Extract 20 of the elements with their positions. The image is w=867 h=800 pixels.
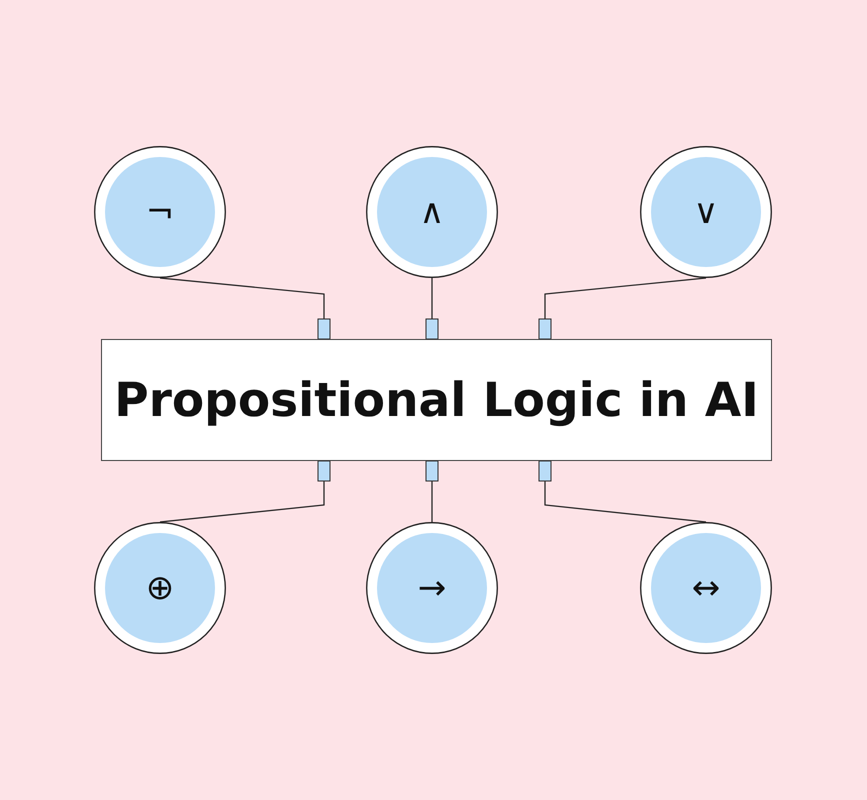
- connector-line: [426, 278, 438, 340]
- connector-line: [538, 277, 706, 340]
- operator-symbol: ↔: [692, 571, 720, 605]
- operator-circle: [366, 522, 498, 654]
- connector-line: [538, 460, 706, 523]
- operator-circle: [366, 146, 498, 278]
- operator-symbol: ¬: [146, 195, 174, 229]
- operator-circle: [640, 146, 772, 278]
- operator-circle: [94, 522, 226, 654]
- connector-line: [160, 460, 330, 523]
- operator-symbol: ⊕: [146, 571, 174, 605]
- title-text: Propositional Logic in AI: [114, 372, 759, 428]
- operator-circle: [94, 146, 226, 278]
- title-box: [101, 339, 772, 461]
- connector-line: [426, 460, 438, 522]
- operator-symbol: ∨: [694, 195, 718, 229]
- operator-symbol: ∧: [420, 195, 444, 229]
- connector-line: [160, 277, 330, 340]
- operator-circle: [640, 522, 772, 654]
- operator-symbol: →: [418, 571, 446, 605]
